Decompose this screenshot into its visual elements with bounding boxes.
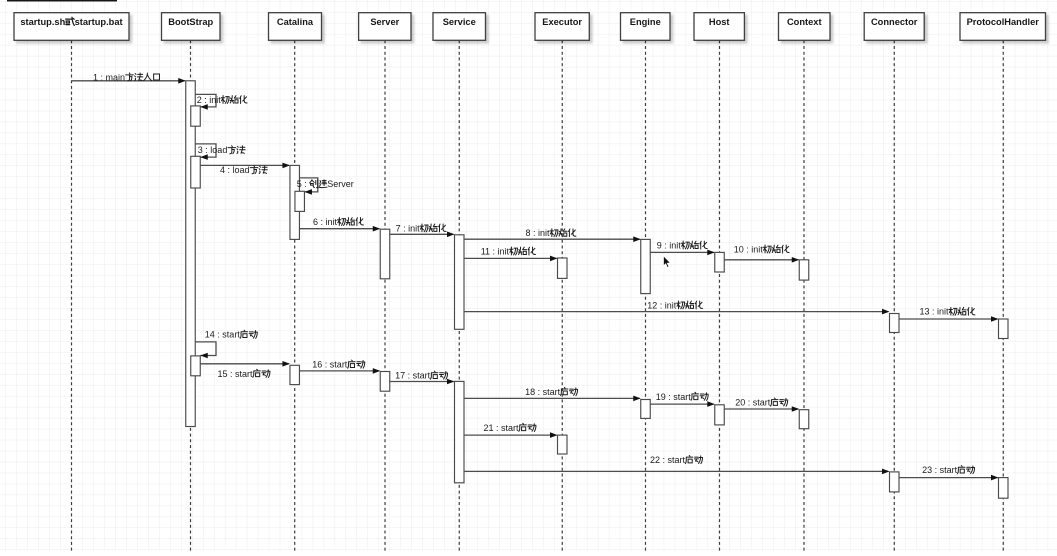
svg-text:13 : init: 13 : init: [920, 307, 950, 317]
svg-text:5 :: 5 :: [297, 179, 307, 189]
svg-text:21 : start: 21 : start: [484, 423, 520, 433]
svg-text:20 : start: 20 : start: [735, 397, 771, 407]
svg-text:19 : start: 19 : start: [656, 392, 692, 402]
svg-text:17 : start: 17 : start: [395, 371, 431, 381]
svg-text:15 : start: 15 : start: [218, 369, 254, 379]
svg-text:4 : load: 4 : load: [220, 165, 250, 175]
svg-text:BootStrap: BootStrap: [168, 17, 213, 27]
svg-text:ProtocolHandler: ProtocolHandler: [967, 17, 1040, 27]
svg-text:7 : init: 7 : init: [396, 223, 421, 233]
svg-text:22 : start: 22 : start: [650, 455, 686, 465]
svg-text:10 : init: 10 : init: [734, 244, 764, 254]
svg-text:startup.sh: startup.sh: [20, 17, 65, 27]
svg-text:Service: Service: [443, 17, 476, 27]
svg-text:Host: Host: [709, 17, 730, 27]
svg-text:Connector: Connector: [871, 17, 918, 27]
svg-text:Context: Context: [787, 17, 822, 27]
svg-text:Catalina: Catalina: [277, 17, 314, 27]
svg-text:Engine: Engine: [630, 17, 661, 27]
svg-text:11 : init: 11 : init: [481, 246, 510, 256]
svg-text:8 : init: 8 : init: [526, 228, 551, 238]
svg-text:Server: Server: [370, 17, 399, 27]
svg-text:startup.bat: startup.bat: [75, 17, 123, 27]
svg-text:9 : init: 9 : init: [657, 240, 682, 250]
svg-text:1 : main: 1 : main: [93, 72, 125, 82]
svg-text:3 : load: 3 : load: [198, 145, 228, 155]
svg-text:6 : init: 6 : init: [313, 217, 338, 227]
svg-text:2 : init: 2 : init: [197, 95, 222, 105]
svg-text:12 : init: 12 : init: [647, 300, 677, 310]
svg-text:16 : start: 16 : start: [312, 360, 348, 370]
svg-text:Server: Server: [327, 179, 354, 189]
svg-text:18 : start: 18 : start: [525, 387, 561, 397]
svg-text:23 : start: 23 : start: [922, 465, 958, 475]
svg-text:Executor: Executor: [542, 17, 582, 27]
svg-text:14 : start: 14 : start: [205, 330, 241, 340]
